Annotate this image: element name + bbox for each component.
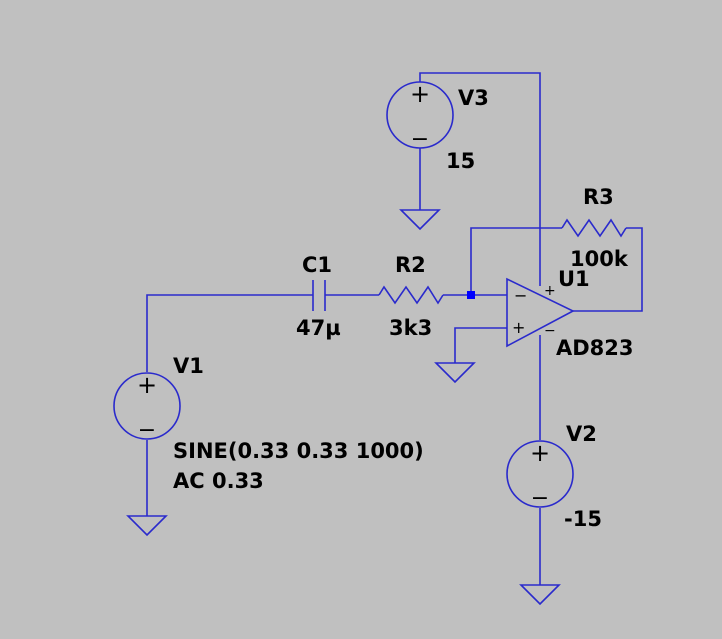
ground-icon: [519, 584, 561, 606]
v2-plus-sign: +: [530, 439, 550, 467]
ground-icon: [126, 515, 168, 537]
ground-icon: [434, 362, 476, 384]
opamp-noninverting-sign: +: [512, 318, 525, 337]
v3-source[interactable]: + −: [386, 80, 454, 152]
u1-name-label: U1: [558, 267, 590, 291]
resistor-zigzag-icon: [561, 218, 627, 238]
v1-value-line1: SINE(0.33 0.33 1000): [173, 439, 424, 463]
wire-v3-to-u1-positive-supply[interactable]: [419, 72, 541, 286]
wire-feedback-to-output[interactable]: [573, 227, 643, 312]
r2-resistor[interactable]: [378, 285, 444, 305]
c1-value-label: 47µ: [296, 316, 341, 340]
v3-plus-sign: +: [410, 80, 430, 108]
resistor-zigzag-icon: [378, 285, 444, 305]
wire-noninverting-to-ground[interactable]: [454, 327, 507, 363]
r2-name-label: R2: [395, 253, 426, 277]
r2-value-label: 3k3: [389, 316, 432, 340]
r3-resistor[interactable]: [561, 218, 627, 238]
voltage-source-symbol: [386, 81, 454, 149]
v1-name-label: V1: [173, 354, 204, 378]
wire-feedback-top[interactable]: [470, 227, 562, 295]
u1-opamp[interactable]: − + + −: [506, 277, 575, 348]
v3-name-label: V3: [458, 86, 489, 110]
v1-minus-sign: −: [138, 418, 156, 443]
opamp-supply-plus-sign: +: [544, 283, 556, 299]
voltage-source-symbol: [113, 372, 181, 440]
opamp-supply-minus-sign: −: [544, 323, 556, 339]
wire-v1-to-c1[interactable]: [146, 294, 313, 372]
opamp-inverting-sign: −: [514, 286, 527, 305]
v2-source[interactable]: + −: [506, 439, 574, 511]
v3-minus-sign: −: [411, 127, 429, 152]
junction-dot: [467, 291, 475, 299]
v3-value-label: 15: [446, 149, 475, 173]
r3-value-label: 100k: [570, 247, 629, 271]
v1-value-line2: AC 0.33: [173, 469, 264, 493]
c1-name-label: C1: [302, 253, 332, 277]
v2-name-label: V2: [566, 422, 597, 446]
r3-name-label: R3: [583, 185, 614, 209]
v2-minus-sign: −: [531, 486, 549, 511]
opamp-triangle-icon: [506, 277, 575, 348]
c1-capacitor[interactable]: [312, 280, 326, 311]
u1-value-label: AD823: [556, 336, 634, 360]
v1-plus-sign: +: [137, 371, 157, 399]
wires[interactable]: [146, 72, 643, 585]
ground-icon: [399, 209, 441, 231]
voltage-source-symbol: [506, 440, 574, 508]
v1-source[interactable]: + −: [113, 371, 181, 443]
v2-value-label: -15: [564, 507, 602, 531]
